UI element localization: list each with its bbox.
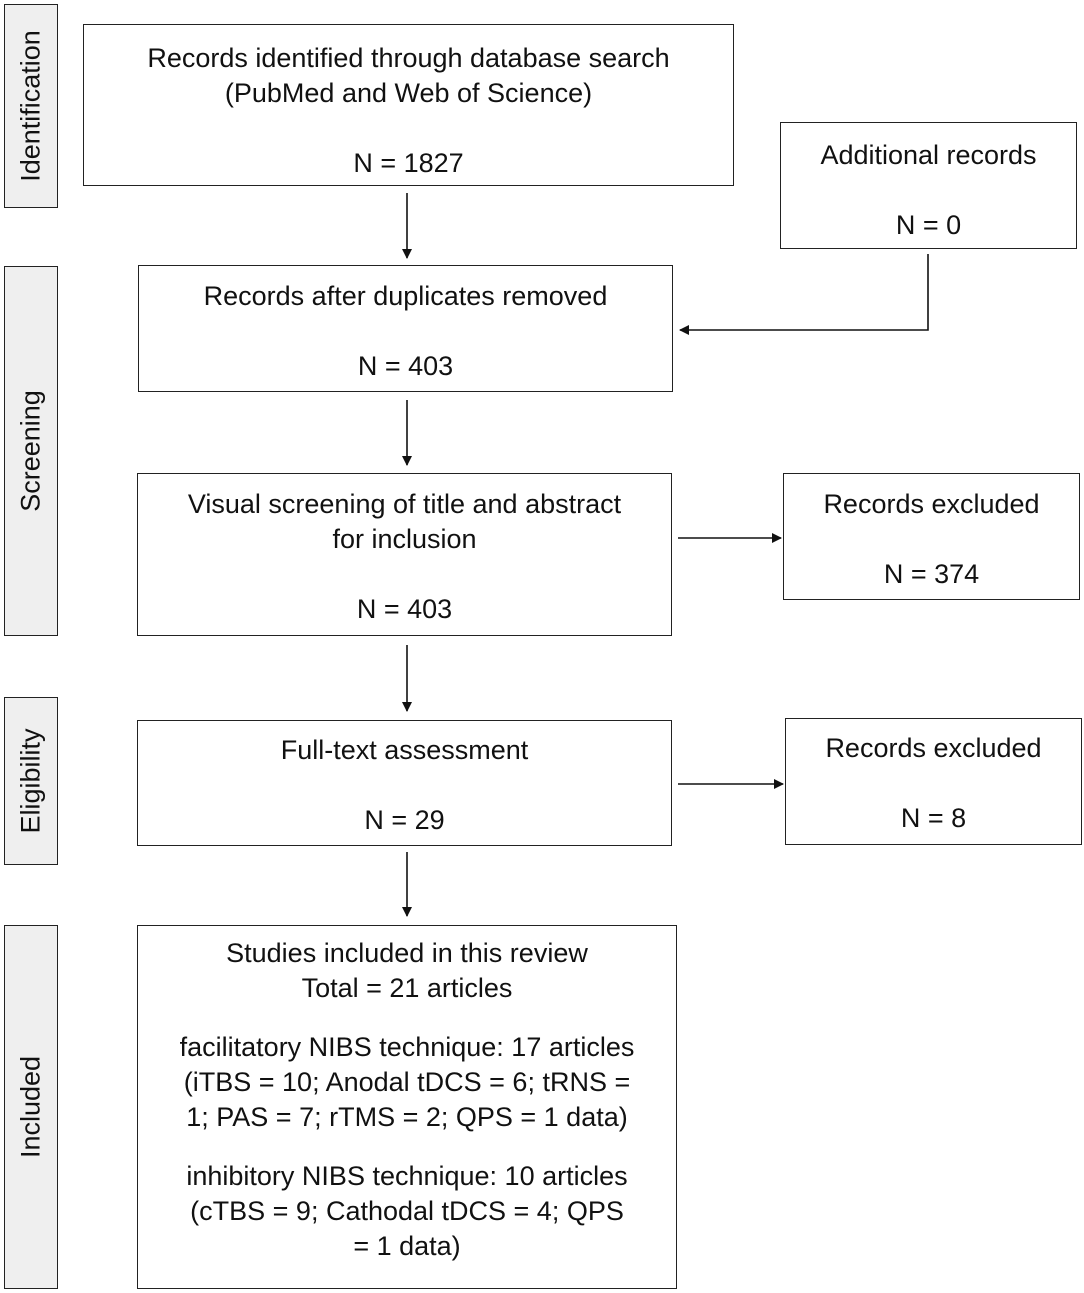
visual-screening-subtitle: for inclusion: [332, 524, 477, 554]
facilitatory-detail-2: 1; PAS = 7; rTMS = 2; QPS = 1 data): [186, 1102, 628, 1132]
records-identified-count: N = 1827: [353, 148, 464, 178]
records-identified-source: (PubMed and Web of Science): [224, 78, 593, 108]
duplicates-removed-box: Records after duplicates removed N = 403: [138, 265, 673, 392]
records-excluded-eligibility-title: Records excluded: [825, 733, 1042, 763]
facilitatory-heading: facilitatory NIBS technique: 17 articles: [179, 1032, 635, 1062]
additional-records-title: Additional records: [820, 140, 1037, 170]
records-identified-title: Records identified through database sear…: [147, 43, 670, 73]
visual-screening-box: Visual screening of title and abstract f…: [137, 473, 672, 636]
inhibitory-detail-2: = 1 data): [353, 1231, 461, 1261]
full-text-assessment-title: Full-text assessment: [280, 735, 529, 765]
additional-records-count: N = 0: [895, 210, 962, 240]
facilitatory-detail-1: (iTBS = 10; Anodal tDCS = 6; tRNS =: [183, 1067, 631, 1097]
duplicates-removed-title: Records after duplicates removed: [203, 281, 608, 311]
phase-screening: Screening: [4, 266, 58, 636]
additional-records-box: Additional records N = 0: [780, 122, 1077, 249]
records-excluded-eligibility-count: N = 8: [900, 803, 967, 833]
full-text-assessment-box: Full-text assessment N = 29: [137, 720, 672, 846]
studies-included-box: Studies included in this review Total = …: [137, 925, 677, 1289]
records-excluded-eligibility-box: Records excluded N = 8: [785, 718, 1082, 845]
records-excluded-screening-box: Records excluded N = 374: [783, 473, 1080, 600]
inhibitory-detail-1: (cTBS = 9; Cathodal tDCS = 4; QPS: [190, 1196, 624, 1226]
duplicates-removed-count: N = 403: [357, 351, 454, 381]
records-excluded-screening-title: Records excluded: [823, 489, 1040, 519]
full-text-assessment-count: N = 29: [364, 805, 445, 835]
visual-screening-title: Visual screening of title and abstract: [187, 489, 622, 519]
phase-included: Included: [4, 925, 58, 1289]
records-excluded-screening-count: N = 374: [883, 559, 980, 589]
phase-eligibility: Eligibility: [4, 697, 58, 865]
inhibitory-heading: inhibitory NIBS technique: 10 articles: [186, 1161, 628, 1191]
arrow-additional-to-duplicates: [679, 254, 929, 335]
studies-included-total: Total = 21 articles: [301, 973, 513, 1003]
visual-screening-count: N = 403: [356, 594, 453, 624]
studies-included-title: Studies included in this review: [226, 938, 588, 968]
phase-identification: Identification: [4, 4, 58, 208]
records-identified-box: Records identified through database sear…: [83, 24, 734, 186]
